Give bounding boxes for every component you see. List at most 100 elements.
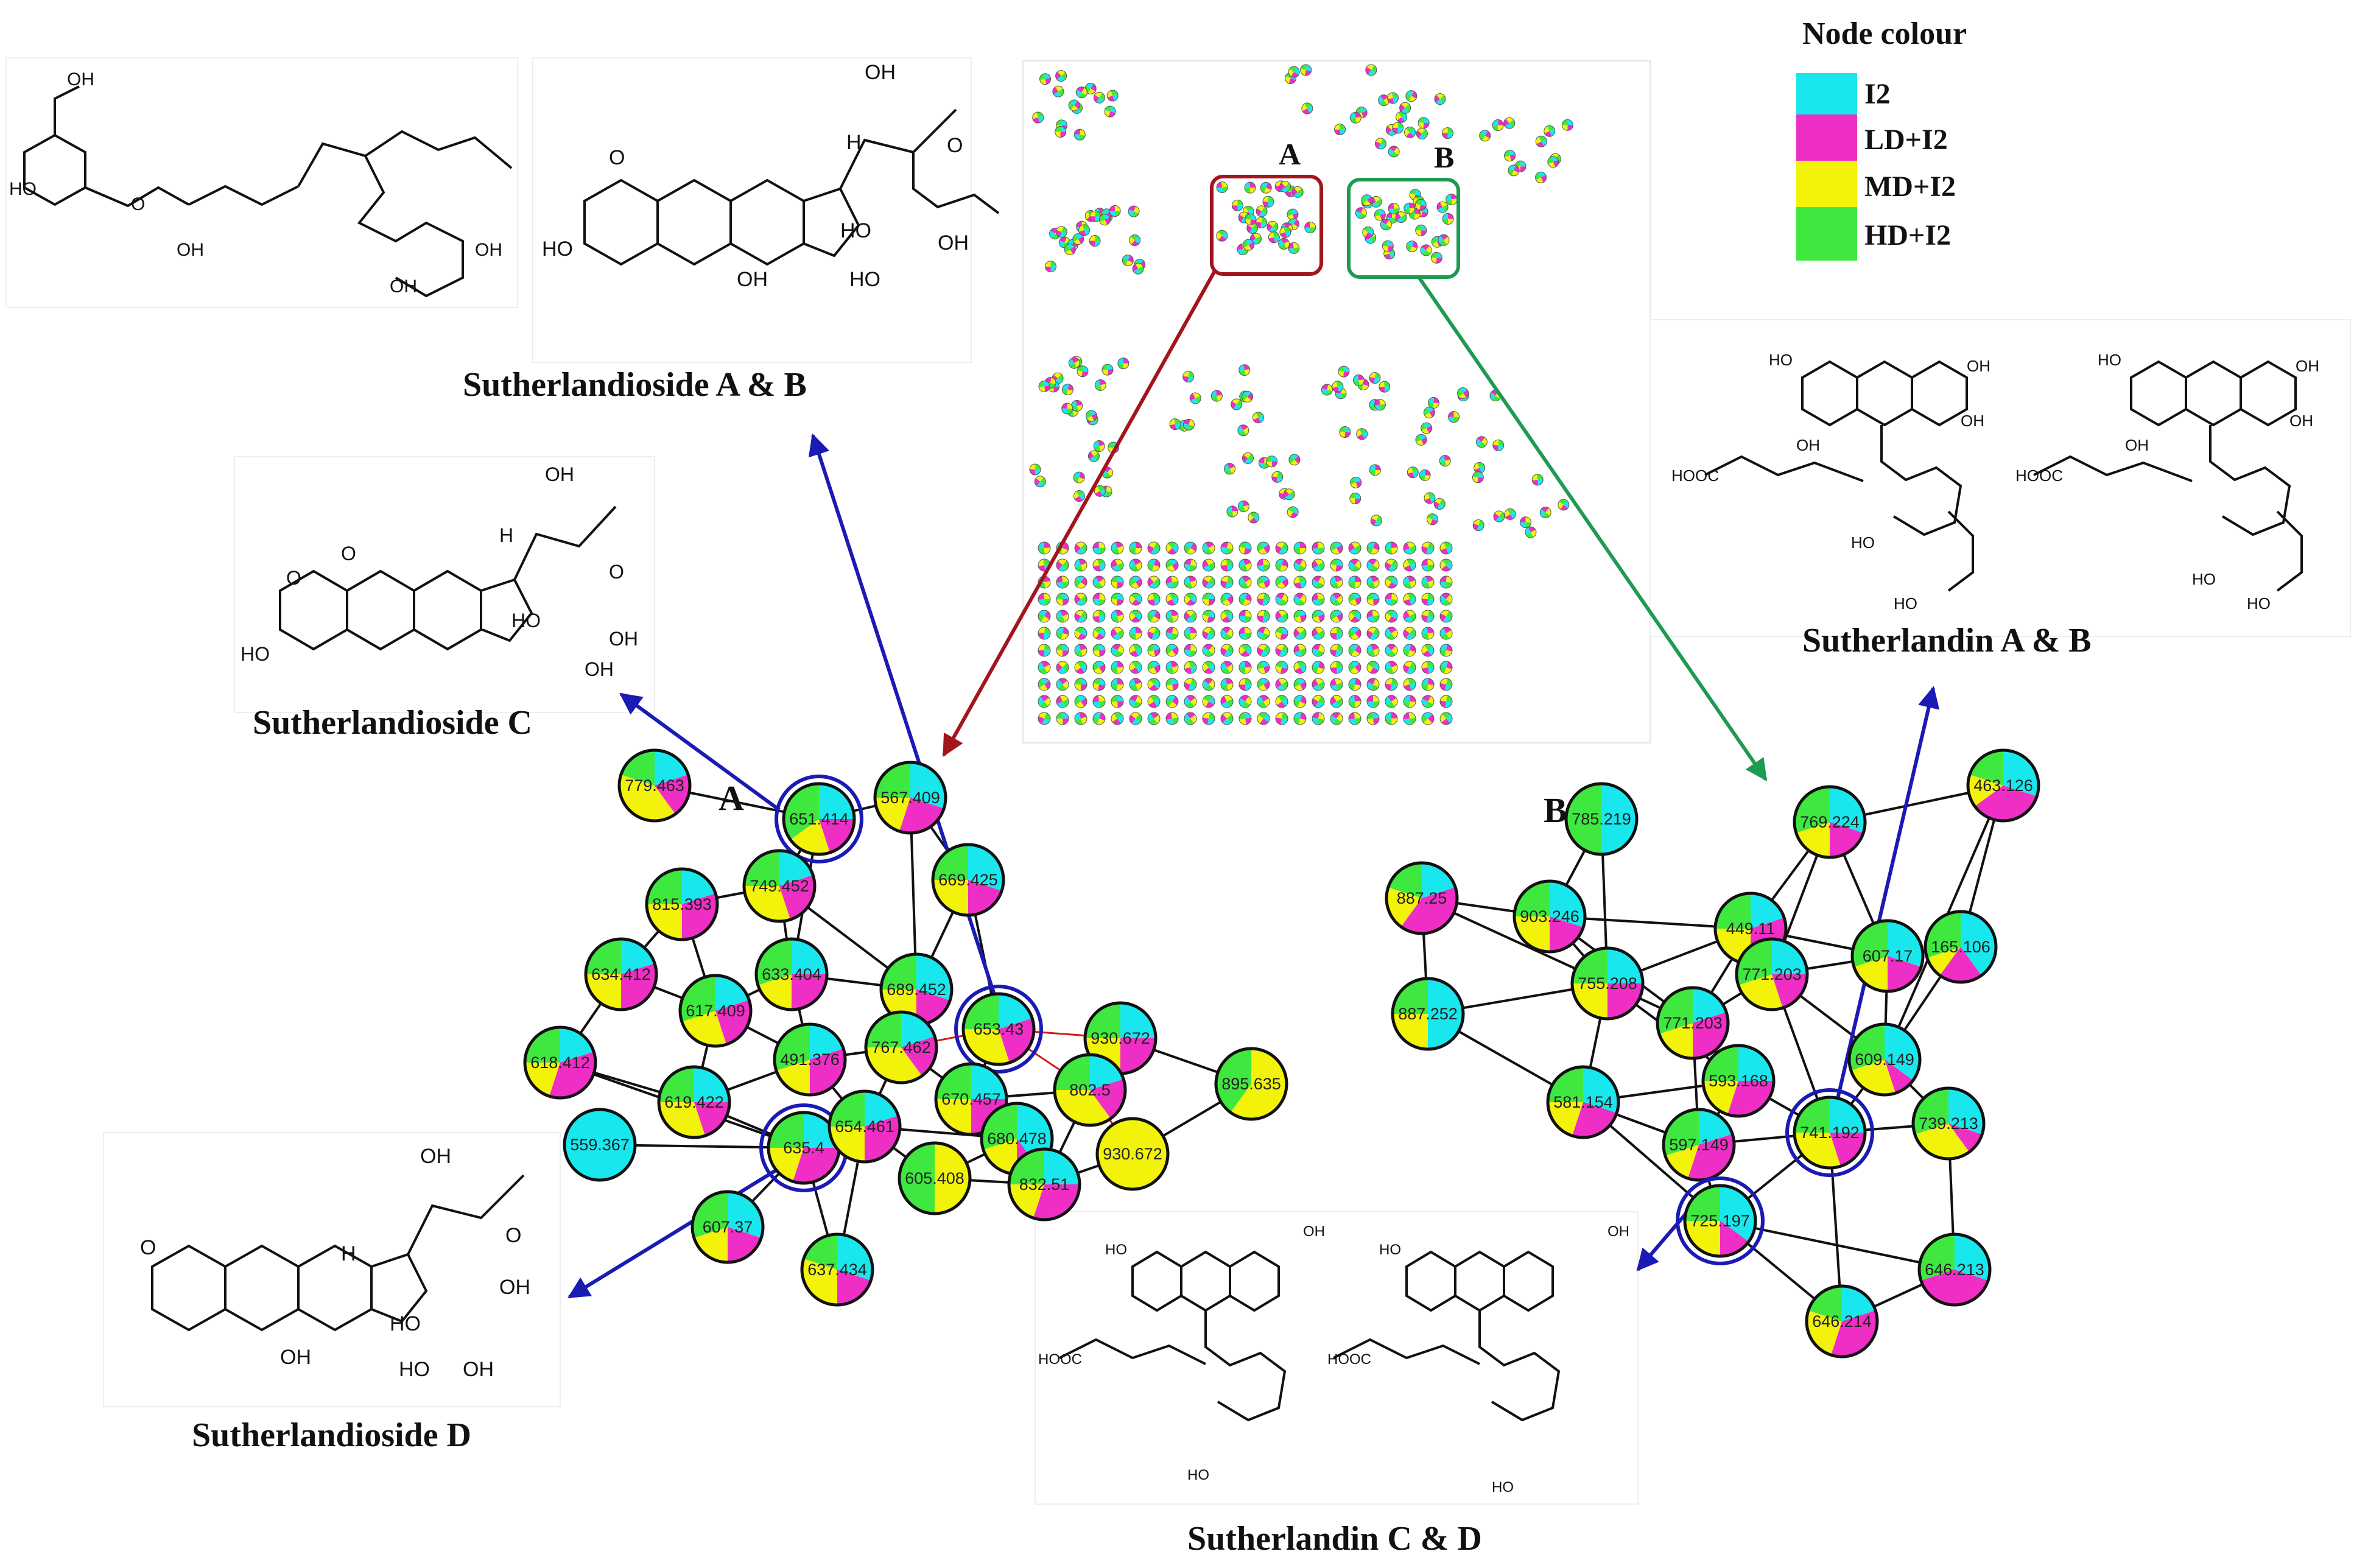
overview-node: [1304, 221, 1316, 233]
cluster-b-node[interactable]: 581.154: [1546, 1065, 1620, 1139]
cluster-b-node-slice: [1514, 916, 1550, 952]
overview-node: [1535, 171, 1547, 183]
cluster-a-node[interactable]: 930.672: [1095, 1117, 1170, 1191]
cluster-a-node[interactable]: 653.43: [954, 985, 1043, 1074]
cluster-a-node[interactable]: 633.404: [754, 937, 829, 1011]
overview-node: [1349, 111, 1361, 124]
cluster-a-node[interactable]: 619.422: [657, 1065, 731, 1139]
cluster-b-node[interactable]: 646.213: [1917, 1232, 1992, 1307]
overview-node: [1078, 224, 1091, 236]
cluster-a-node[interactable]: 749.452: [742, 849, 817, 923]
arrows: [567, 270, 1940, 1299]
cluster-b-node[interactable]: 463.126: [1966, 748, 2040, 823]
overview-node: [1216, 181, 1228, 194]
cluster-a-node[interactable]: 802.5: [1053, 1053, 1127, 1127]
cluster-a-node-border: [827, 1089, 902, 1164]
cluster-b-node[interactable]: 609.149: [1847, 1022, 1922, 1097]
cluster-a-node[interactable]: 832.51: [1007, 1147, 1081, 1222]
overview-node: [1055, 226, 1067, 238]
overview-node: [1093, 440, 1105, 452]
legend-swatch-hd-i2: [1796, 207, 1857, 261]
overview-node: [1403, 712, 1416, 725]
cluster-b-node-slice: [1913, 1088, 1948, 1134]
cluster-b-node-slice: [1693, 1012, 1729, 1058]
cluster-b-node[interactable]: 769.224: [1793, 785, 1867, 859]
cluster-b-node[interactable]: 739.213: [1911, 1086, 1986, 1161]
structure-sutherlandioside-d: O OH OH H O OH HO HO OH: [103, 1132, 561, 1407]
overview-node: [1472, 519, 1484, 531]
cluster-a-node[interactable]: 605.408: [898, 1141, 972, 1215]
cluster-a-node[interactable]: 669.425: [931, 843, 1005, 917]
cluster-a-node[interactable]: 559.367: [563, 1108, 637, 1182]
overview-node: [1312, 627, 1325, 640]
cluster-b-node-slice: [1830, 787, 1865, 833]
overview-node: [1202, 610, 1215, 623]
atom-label-ho: HO: [2098, 351, 2121, 369]
cluster-b-node[interactable]: 741.192: [1785, 1088, 1874, 1177]
cluster-a-node[interactable]: 689.452: [879, 952, 954, 1027]
cluster-b-node-slice: [1665, 1145, 1699, 1179]
cluster-a-node[interactable]: 617.409: [678, 974, 753, 1048]
overview-node: [1049, 228, 1061, 240]
overview-node: [1111, 592, 1124, 606]
cluster-a-node-slice: [1044, 1149, 1080, 1184]
cluster-a-node[interactable]: 637.434: [800, 1232, 874, 1307]
cluster-a-node[interactable]: 815.393: [645, 867, 719, 941]
overview-node: [1255, 216, 1267, 228]
cluster-a-node[interactable]: 895.635: [1214, 1047, 1288, 1121]
cluster-b-node-label: 449.11: [1726, 919, 1776, 938]
cluster-b-node[interactable]: 771.203: [1735, 937, 1809, 1011]
cluster-b-node[interactable]: 887.25: [1385, 861, 1459, 935]
cluster-b-edge: [1720, 1220, 1955, 1271]
overview-node: [1147, 644, 1161, 657]
cluster-a-node[interactable]: 767.462: [864, 1010, 938, 1085]
cluster-b-node-slice: [1688, 1134, 1734, 1180]
cluster-b-node[interactable]: 593.168: [1701, 1044, 1776, 1118]
cluster-b-node[interactable]: 165.106: [1924, 910, 1998, 984]
overview-node: [1421, 712, 1435, 725]
overview-node: [1220, 712, 1234, 725]
overview-node: [1129, 592, 1142, 606]
network-overview-panel: A B: [1022, 60, 1651, 744]
cluster-b-node[interactable]: 597.149: [1662, 1108, 1736, 1182]
overview-node: [1436, 201, 1449, 213]
cluster-b-node[interactable]: 607.17: [1850, 919, 1925, 993]
cluster-a-node[interactable]: 491.376: [773, 1022, 847, 1097]
cluster-a-node[interactable]: 567.409: [873, 761, 947, 835]
cluster-b-node-slice: [1961, 912, 1996, 976]
overview-node: [1165, 558, 1179, 572]
cluster-b-node[interactable]: 887.252: [1391, 977, 1465, 1051]
cluster-b-node[interactable]: 755.208: [1570, 946, 1645, 1021]
overview-node: [1073, 471, 1085, 483]
cluster-b-node[interactable]: 785.219: [1564, 782, 1639, 856]
overview-node: [1300, 64, 1312, 76]
overview-node: [1055, 125, 1067, 138]
cluster-b-node[interactable]: 903.246: [1513, 879, 1587, 954]
cluster-a-node[interactable]: 779.463: [617, 748, 692, 823]
overview-node: [1184, 627, 1197, 640]
cluster-b-node-border: [1391, 977, 1465, 1051]
cluster-a-node[interactable]: 618.412: [523, 1025, 597, 1100]
cluster-b-node[interactable]: 771.203: [1656, 986, 1730, 1060]
cluster-a-node[interactable]: 607.37: [690, 1190, 765, 1264]
cluster-a-node-slice: [936, 1099, 971, 1134]
cluster-a-node[interactable]: 634.412: [584, 937, 658, 1011]
cluster-b-node[interactable]: 646.214: [1805, 1284, 1879, 1359]
overview-node: [1403, 541, 1416, 555]
atom-label-oh: OH: [420, 1145, 451, 1168]
overview-node: [1293, 558, 1307, 572]
overview-node: [1220, 541, 1234, 555]
overview-node: [1165, 627, 1179, 640]
cluster-a-node-slice: [586, 974, 621, 1010]
overview-node: [1421, 644, 1435, 657]
cluster-a-node-slice: [916, 954, 952, 1000]
cluster-b-node-slice: [1703, 1081, 1738, 1115]
cluster-b-node[interactable]: 725.197: [1676, 1176, 1765, 1265]
cluster-a-node[interactable]: 651.414: [775, 775, 863, 863]
atom-label-o: O: [609, 146, 625, 169]
cluster-a-node[interactable]: 654.461: [827, 1089, 902, 1164]
cluster-a-node-border: [754, 937, 829, 1011]
overview-node: [1238, 695, 1252, 708]
cluster-a-node-slice: [935, 1143, 970, 1214]
